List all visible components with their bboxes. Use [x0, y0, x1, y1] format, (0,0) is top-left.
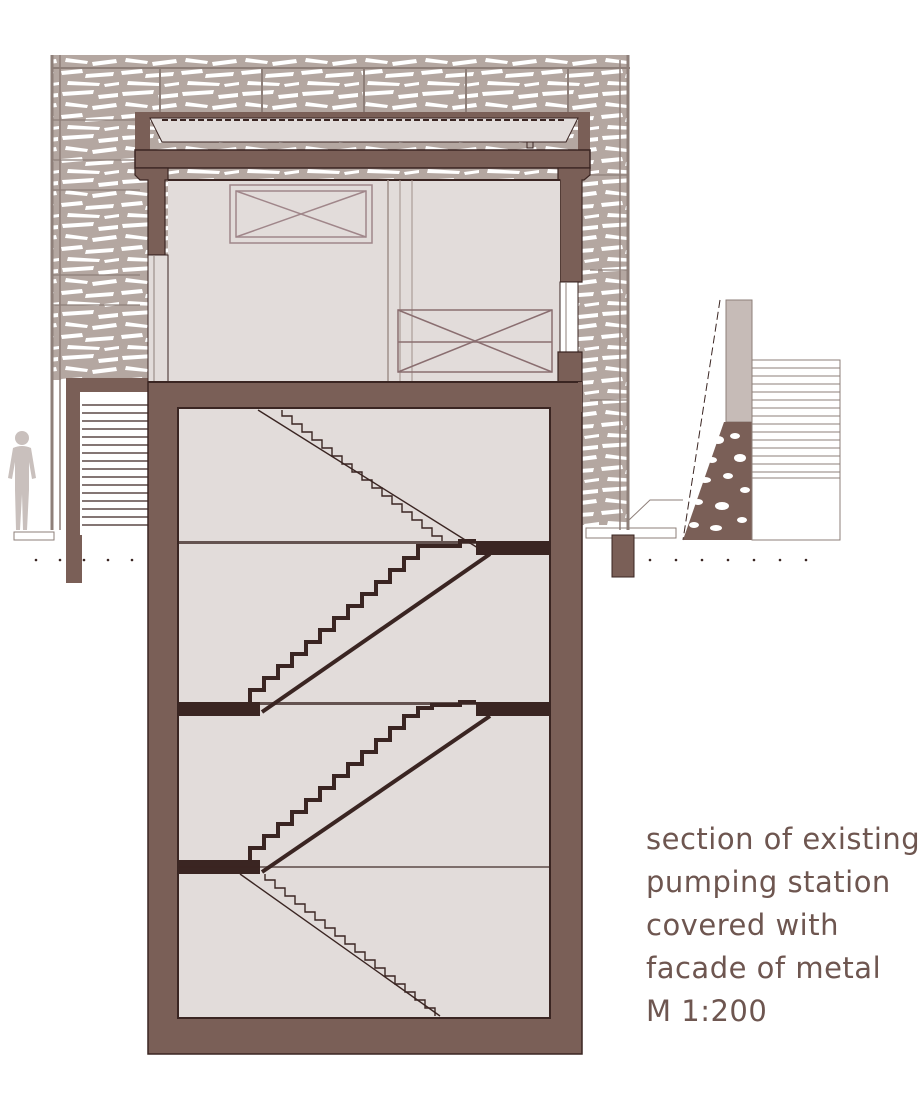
caption-scale: M 1:200 [646, 994, 768, 1028]
stair-flight-2 [248, 539, 492, 714]
roof-cavity [149, 117, 579, 143]
stair-icon [257, 409, 479, 549]
stone-wall-icon [628, 299, 841, 541]
landings [178, 541, 550, 874]
human-figure-icon [8, 431, 36, 530]
roof-parapet [135, 112, 590, 150]
entrance-stair [66, 378, 150, 538]
machine-box [397, 309, 553, 373]
caption-line-3: covered with [646, 908, 839, 942]
caption-line-2: pumping station [646, 865, 891, 899]
pumping-shaft [147, 381, 583, 1055]
roof-slab [134, 149, 591, 169]
upper-left-wall [147, 254, 169, 386]
stair-flight-4 [239, 873, 441, 1017]
upper-building [134, 112, 591, 409]
roof-drain [526, 141, 534, 149]
left-foundation [66, 535, 82, 583]
upper-right-window [559, 281, 579, 353]
drawing-caption: section of existing pumping station cove… [646, 818, 919, 1033]
window-cross-icon [229, 184, 373, 244]
stair-flight-3 [248, 700, 492, 874]
caption-line-1: section of existing [646, 822, 919, 856]
facade-posts [159, 68, 569, 112]
facade-mullions [52, 119, 628, 401]
caption-line-4: facade of metal [646, 951, 882, 985]
right-foundation [611, 534, 635, 578]
